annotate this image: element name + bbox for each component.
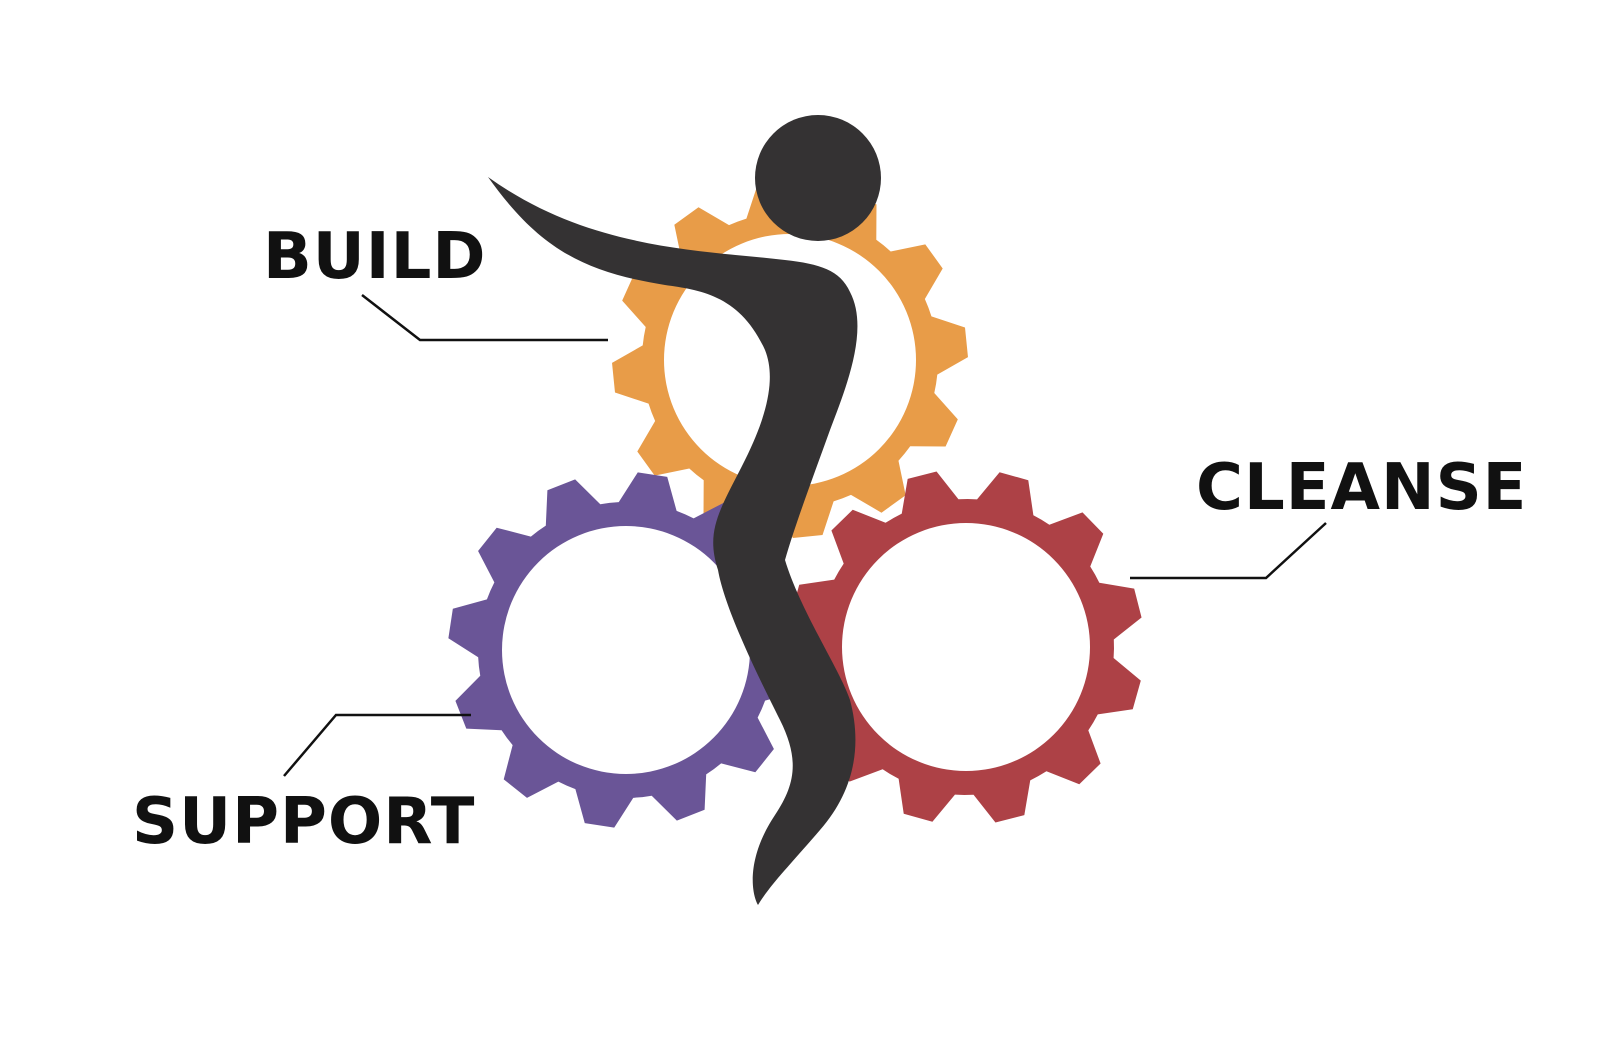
build-label: BUILD xyxy=(263,220,486,294)
person-figure-icon xyxy=(488,115,881,905)
build-leader-line xyxy=(361,294,608,342)
figure-head xyxy=(755,115,881,241)
cleanse-leader-line xyxy=(1130,522,1327,580)
cleanse-gear-icon xyxy=(790,471,1142,823)
support-label: SUPPORT xyxy=(132,785,475,859)
support-leader-line xyxy=(283,713,471,777)
support-gear-icon xyxy=(448,472,804,828)
figure-body xyxy=(488,177,858,905)
cleanse-label: CLEANSE xyxy=(1196,451,1527,525)
